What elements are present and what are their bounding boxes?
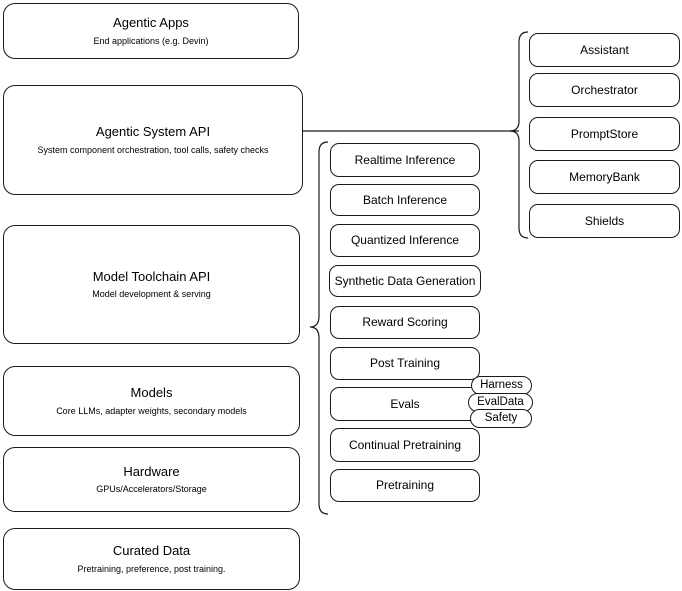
layer-subtitle: GPUs/Accelerators/Storage: [96, 484, 207, 494]
stack-layer-model-toolchain-api[interactable]: Model Toolchain API Model development & …: [3, 225, 300, 344]
agentic-component-assistant[interactable]: Assistant: [529, 33, 680, 67]
toolchain-item-quantized-inference[interactable]: Quantized Inference: [330, 224, 480, 257]
agentic-component-label: PromptStore: [570, 126, 639, 141]
stack-layer-agentic-system-api[interactable]: Agentic System API System component orch…: [3, 85, 303, 195]
toolchain-item-evals[interactable]: Evals: [330, 387, 480, 421]
toolchain-item-label: Synthetic Data Generation: [334, 273, 476, 288]
agentic-component-label: Shields: [584, 213, 625, 228]
toolchain-item-label: Pretraining: [375, 478, 435, 492]
evals-subcomponent-label: Harness: [480, 379, 523, 392]
toolchain-item-label: Realtime Inference: [354, 152, 456, 167]
layer-title: Model Toolchain API: [92, 268, 211, 284]
toolchain-item-pretraining[interactable]: Pretraining: [330, 469, 480, 502]
layer-title: Hardware: [123, 463, 180, 479]
layer-title: Models: [130, 385, 173, 401]
agentic-component-orchestrator[interactable]: Orchestrator: [529, 73, 680, 107]
layer-subtitle: Model development & serving: [92, 289, 211, 299]
layer-title: Agentic Apps: [113, 15, 189, 31]
layer-subtitle: End applications (e.g. Devin): [93, 35, 209, 46]
toolchain-item-batch-inference[interactable]: Batch Inference: [330, 184, 480, 216]
layer-title: Curated Data: [112, 543, 191, 559]
evals-subcomponent-evaldata[interactable]: EvalData: [468, 393, 533, 412]
stack-layer-curated-data[interactable]: Curated Data Pretraining, preference, po…: [3, 528, 300, 590]
agentic-component-shields[interactable]: Shields: [529, 204, 680, 238]
evals-subcomponent-harness[interactable]: Harness: [471, 376, 532, 395]
layer-subtitle: System component orchestration, tool cal…: [37, 144, 269, 155]
agentic-system-brace: [509, 31, 529, 239]
layer-subtitle: Pretraining, preference, post training.: [77, 563, 226, 574]
agentic-component-promptstore[interactable]: PromptStore: [529, 117, 680, 151]
layer-subtitle: Core LLMs, adapter weights, secondary mo…: [56, 405, 247, 416]
toolchain-item-reward-scoring[interactable]: Reward Scoring: [330, 306, 480, 339]
model-toolchain-brace: [309, 141, 329, 515]
evals-subcomponent-label: Safety: [484, 412, 518, 425]
layer-title: Agentic System API: [95, 124, 211, 140]
agentic-component-label: Assistant: [580, 42, 629, 57]
toolchain-item-realtime-inference[interactable]: Realtime Inference: [330, 143, 480, 177]
toolchain-item-label: Evals: [390, 396, 420, 411]
stack-layer-models[interactable]: Models Core LLMs, adapter weights, secon…: [3, 366, 300, 436]
toolchain-item-label: Reward Scoring: [362, 315, 448, 329]
stack-layer-hardware[interactable]: Hardware GPUs/Accelerators/Storage: [3, 447, 300, 512]
stack-layer-agentic-apps[interactable]: Agentic Apps End applications (e.g. Devi…: [3, 3, 299, 59]
toolchain-item-label: Post Training: [369, 356, 441, 370]
agentic-component-memorybank[interactable]: MemoryBank: [529, 160, 680, 194]
toolchain-item-label: Continual Pretraining: [348, 437, 462, 452]
toolchain-item-post-training[interactable]: Post Training: [330, 347, 480, 380]
toolchain-item-label: Quantized Inference: [350, 233, 460, 247]
toolchain-item-synthetic-data-generation[interactable]: Synthetic Data Generation: [329, 265, 481, 297]
toolchain-item-label: Batch Inference: [362, 192, 448, 207]
agentic-component-label: MemoryBank: [569, 169, 640, 184]
evals-subcomponent-label: EvalData: [477, 396, 524, 409]
evals-subcomponent-safety[interactable]: Safety: [470, 409, 532, 428]
agentic-component-label: Orchestrator: [571, 82, 638, 97]
toolchain-item-continual-pretraining[interactable]: Continual Pretraining: [330, 428, 480, 462]
